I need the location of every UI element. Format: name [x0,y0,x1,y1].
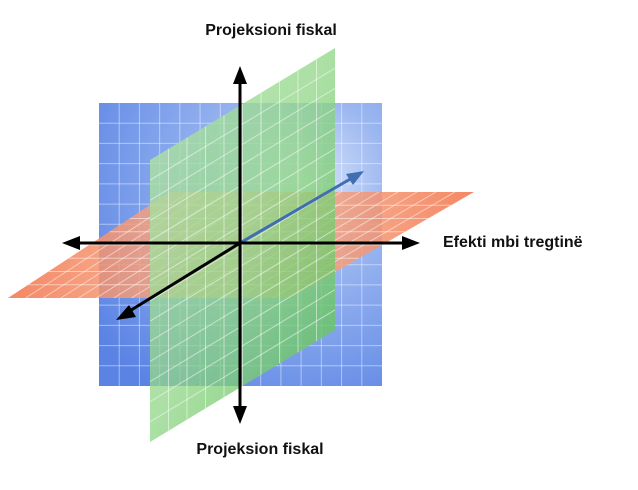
depth-axis-arrow-front [116,305,136,320]
label-right: Efekti mbi tregtinë [443,234,583,251]
grid-line [150,249,335,362]
grid-line [150,108,335,221]
depth-axis-front [127,241,241,314]
horizontal-axis-arrow-left [62,236,80,250]
label-top: Projeksioni fiskal [205,22,337,39]
vertical-axis-arrow-down [233,406,247,424]
green-plane [150,48,335,442]
grid-line [150,168,335,282]
label-bottom: Projeksion fiskal [196,441,323,458]
grid-line [150,309,335,423]
grid-line [150,208,335,322]
grid-line [150,289,335,403]
grid-line [150,87,335,201]
depth-axis-back [239,171,364,245]
grid-line [150,228,335,342]
grid-line [150,269,335,382]
vertical-axis-arrow-up [233,66,247,84]
grid-line [150,188,335,302]
horizontal-axis-arrow-right [402,236,420,250]
axes [62,66,420,424]
grid-line [150,67,335,181]
grid-line [150,128,335,241]
